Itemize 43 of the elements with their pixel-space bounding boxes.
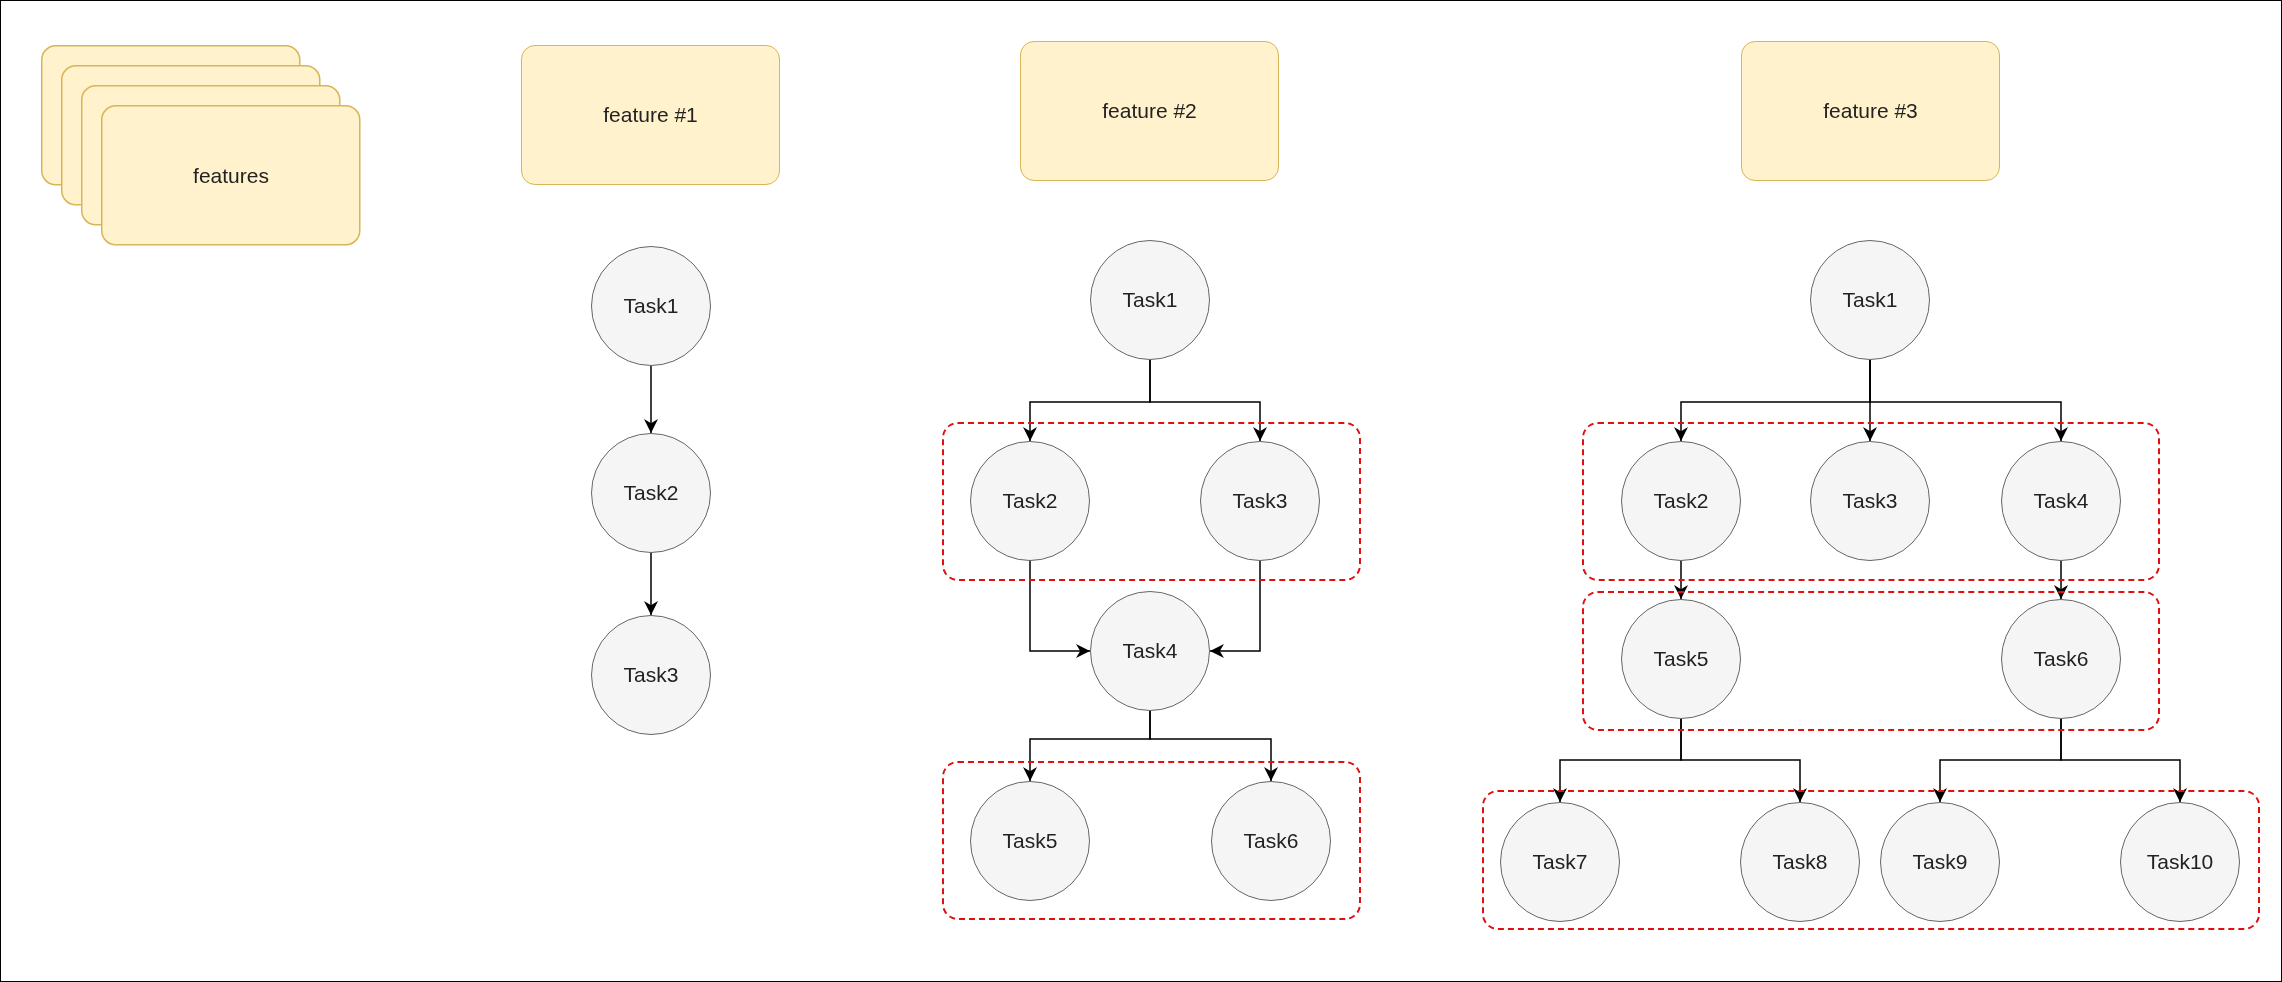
task-label: Task1 — [623, 294, 679, 318]
arrow — [1209, 560, 1261, 658]
task-label: Task6 — [1243, 829, 1299, 853]
arrow — [2054, 560, 2068, 600]
dashed-group-box — [1582, 591, 2160, 731]
task-label: Task5 — [1653, 647, 1709, 671]
feature-label: feature #2 — [1102, 99, 1197, 123]
task-label: Task7 — [1532, 850, 1588, 874]
card-stack — [41, 45, 361, 246]
feature-label: features — [193, 164, 269, 188]
task-label: Task2 — [623, 481, 679, 505]
task-label: Task9 — [1912, 850, 1968, 874]
task-label: Task10 — [2146, 850, 2214, 874]
arrow — [1029, 560, 1091, 658]
feature-card — [1020, 41, 1279, 181]
dashed-group-box — [1482, 790, 2260, 930]
dashed-group-box — [942, 422, 1361, 581]
arrow — [1149, 359, 1267, 442]
arrow — [1149, 710, 1278, 782]
arrow — [2060, 718, 2187, 803]
feature-label: feature #3 — [1823, 99, 1918, 123]
task-label: Task1 — [1842, 288, 1898, 312]
task-label: Task8 — [1772, 850, 1828, 874]
task-label: Task3 — [623, 663, 679, 687]
dashed-group-box — [942, 761, 1361, 920]
arrow — [1680, 718, 1807, 803]
arrow — [1674, 560, 1688, 600]
feature-card — [1741, 41, 2000, 181]
task-label: Task3 — [1232, 489, 1288, 513]
arrow — [644, 365, 658, 434]
task-label: Task3 — [1842, 489, 1898, 513]
task-label: Task2 — [1002, 489, 1058, 513]
feature-card — [521, 45, 780, 185]
feature-label: feature #1 — [603, 103, 698, 127]
task-label: Task4 — [1122, 639, 1178, 663]
dashed-group-box — [1582, 422, 2160, 581]
task-label: Task1 — [1122, 288, 1178, 312]
task-label: Task2 — [1653, 489, 1709, 513]
arrow — [1869, 359, 2068, 442]
arrow — [644, 552, 658, 616]
task-label: Task6 — [2033, 647, 2089, 671]
task-label: Task5 — [1002, 829, 1058, 853]
task-label: Task4 — [2033, 489, 2089, 513]
